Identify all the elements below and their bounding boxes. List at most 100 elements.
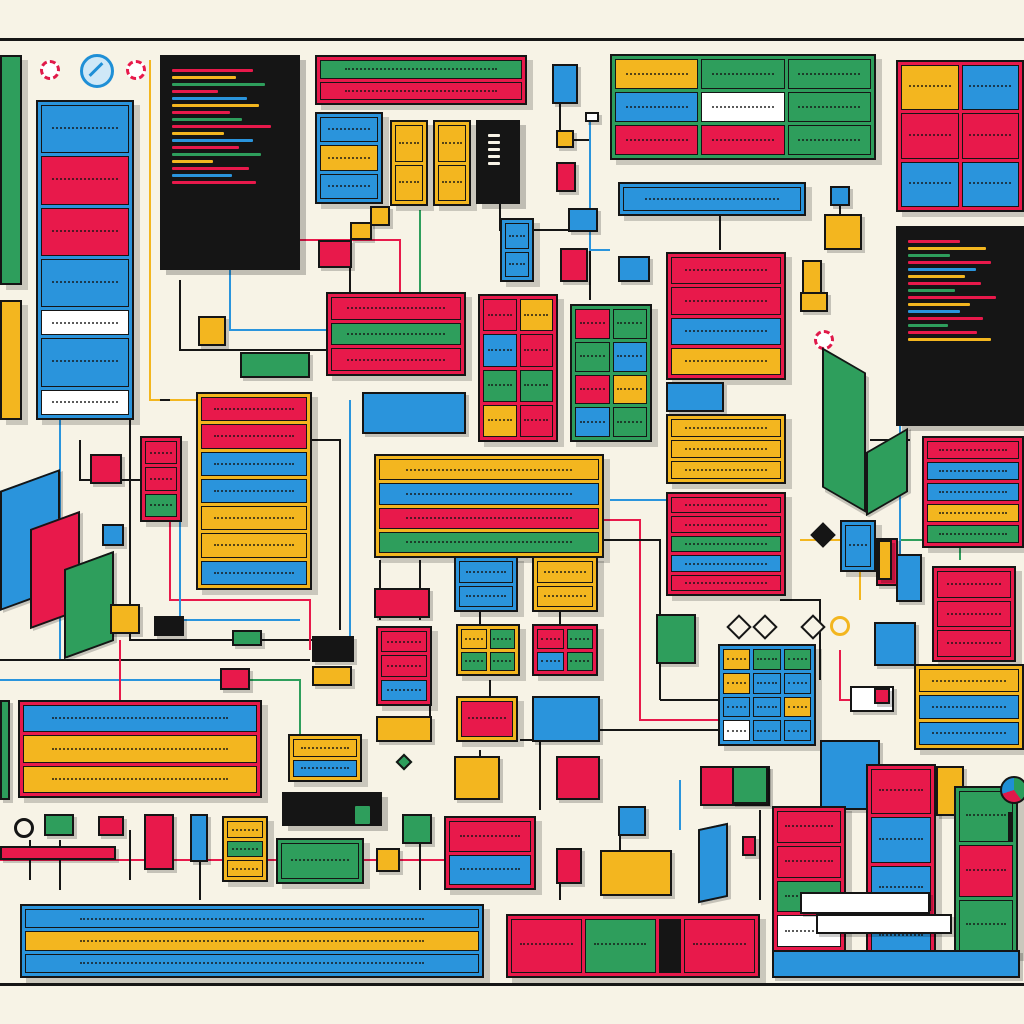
module-tall-left — [36, 100, 134, 420]
node-small — [732, 766, 768, 804]
module-red-slim — [140, 436, 182, 522]
wire — [600, 519, 720, 721]
node-small — [656, 614, 696, 664]
node-triangle — [822, 347, 866, 513]
module-right-column — [666, 252, 786, 380]
node-small — [198, 316, 226, 346]
node-small — [556, 756, 600, 800]
node-small — [600, 850, 672, 896]
module-city-tall — [866, 764, 936, 964]
node-small — [240, 352, 310, 378]
node-small — [144, 814, 174, 870]
node-small — [154, 616, 184, 636]
module-left-edge-top — [0, 55, 22, 285]
node-small — [824, 214, 862, 250]
module-red-column — [376, 626, 432, 706]
wire — [229, 270, 330, 331]
node-small — [374, 588, 430, 618]
module-blue-bar — [618, 182, 806, 216]
gear-icon — [830, 616, 850, 636]
node-small — [742, 836, 756, 856]
node-collage — [90, 454, 122, 484]
node-small — [556, 848, 582, 884]
module-center-grid-a — [478, 294, 558, 442]
module-red-green-small — [532, 624, 598, 676]
wire — [589, 120, 610, 251]
module-blue-stack — [315, 112, 383, 204]
module-blue-pair — [500, 218, 534, 282]
node-small — [560, 248, 588, 282]
node-small — [585, 112, 599, 122]
lock-icon — [80, 54, 114, 88]
node-small — [666, 382, 724, 412]
module-far-right-grid — [896, 60, 1024, 212]
node-small — [800, 292, 828, 312]
node-small — [318, 240, 352, 268]
node-small — [376, 848, 400, 872]
module-yellow-green — [456, 624, 520, 676]
node-small — [98, 816, 124, 836]
node-collage — [102, 524, 124, 546]
node-small — [552, 64, 578, 104]
module-server-cluster — [718, 644, 816, 746]
wire — [780, 599, 821, 680]
module-yellow-small-stack — [222, 816, 268, 882]
node-city-label — [816, 914, 952, 934]
module-center-main — [374, 454, 604, 558]
node-small — [698, 822, 728, 904]
wire — [179, 280, 330, 351]
module-right-list — [922, 436, 1024, 548]
wire — [499, 180, 591, 300]
module-center-red — [326, 292, 466, 376]
node-collage — [64, 550, 114, 660]
node-small — [618, 256, 650, 282]
node-small — [568, 208, 598, 232]
node-small — [44, 814, 74, 836]
node-small — [402, 814, 432, 844]
terminal-window-right — [896, 226, 1024, 426]
module-right-wide-list — [914, 664, 1024, 750]
node-small — [556, 130, 574, 148]
module-red-blue-center — [444, 816, 536, 890]
module-green-black — [276, 838, 364, 884]
module-red-yellow — [456, 696, 518, 742]
node-small — [878, 540, 892, 580]
module-top-right-wide — [610, 54, 876, 160]
node-small — [532, 696, 600, 742]
module-blue-small-right — [840, 520, 876, 572]
wire — [310, 439, 341, 630]
module-top-banner — [315, 55, 527, 105]
node-small — [874, 622, 916, 666]
node-small — [896, 554, 922, 602]
wire — [240, 679, 301, 760]
gear-icon — [14, 818, 34, 838]
node-small — [376, 716, 432, 742]
module-bottom-banner — [20, 904, 484, 978]
module-yellow-pair — [532, 556, 598, 612]
node-small — [232, 630, 262, 646]
node-small — [362, 392, 466, 434]
server-rack — [476, 120, 520, 204]
node-small — [350, 222, 372, 240]
terminal-window-left — [160, 55, 300, 270]
wire — [149, 60, 200, 401]
module-yellow-blue — [288, 734, 362, 782]
node-small — [370, 206, 390, 226]
module-yellow-panel — [196, 392, 312, 590]
pie-chart-icon — [1000, 776, 1024, 804]
node-small — [874, 688, 890, 704]
wire — [169, 520, 311, 650]
diagram-frame — [0, 38, 1024, 986]
node-edge — [0, 700, 10, 800]
arrow-up-icon — [1008, 812, 1012, 842]
gear-icon — [126, 60, 146, 80]
module-bottom-left-wide — [18, 700, 262, 798]
node-small — [618, 806, 646, 836]
node-small — [190, 814, 208, 862]
node-collage — [110, 604, 140, 634]
wire — [839, 650, 850, 701]
module-red-green-stack — [666, 492, 786, 596]
module-yellow-stack — [666, 414, 786, 484]
module-bottom-dashboard — [506, 914, 760, 978]
